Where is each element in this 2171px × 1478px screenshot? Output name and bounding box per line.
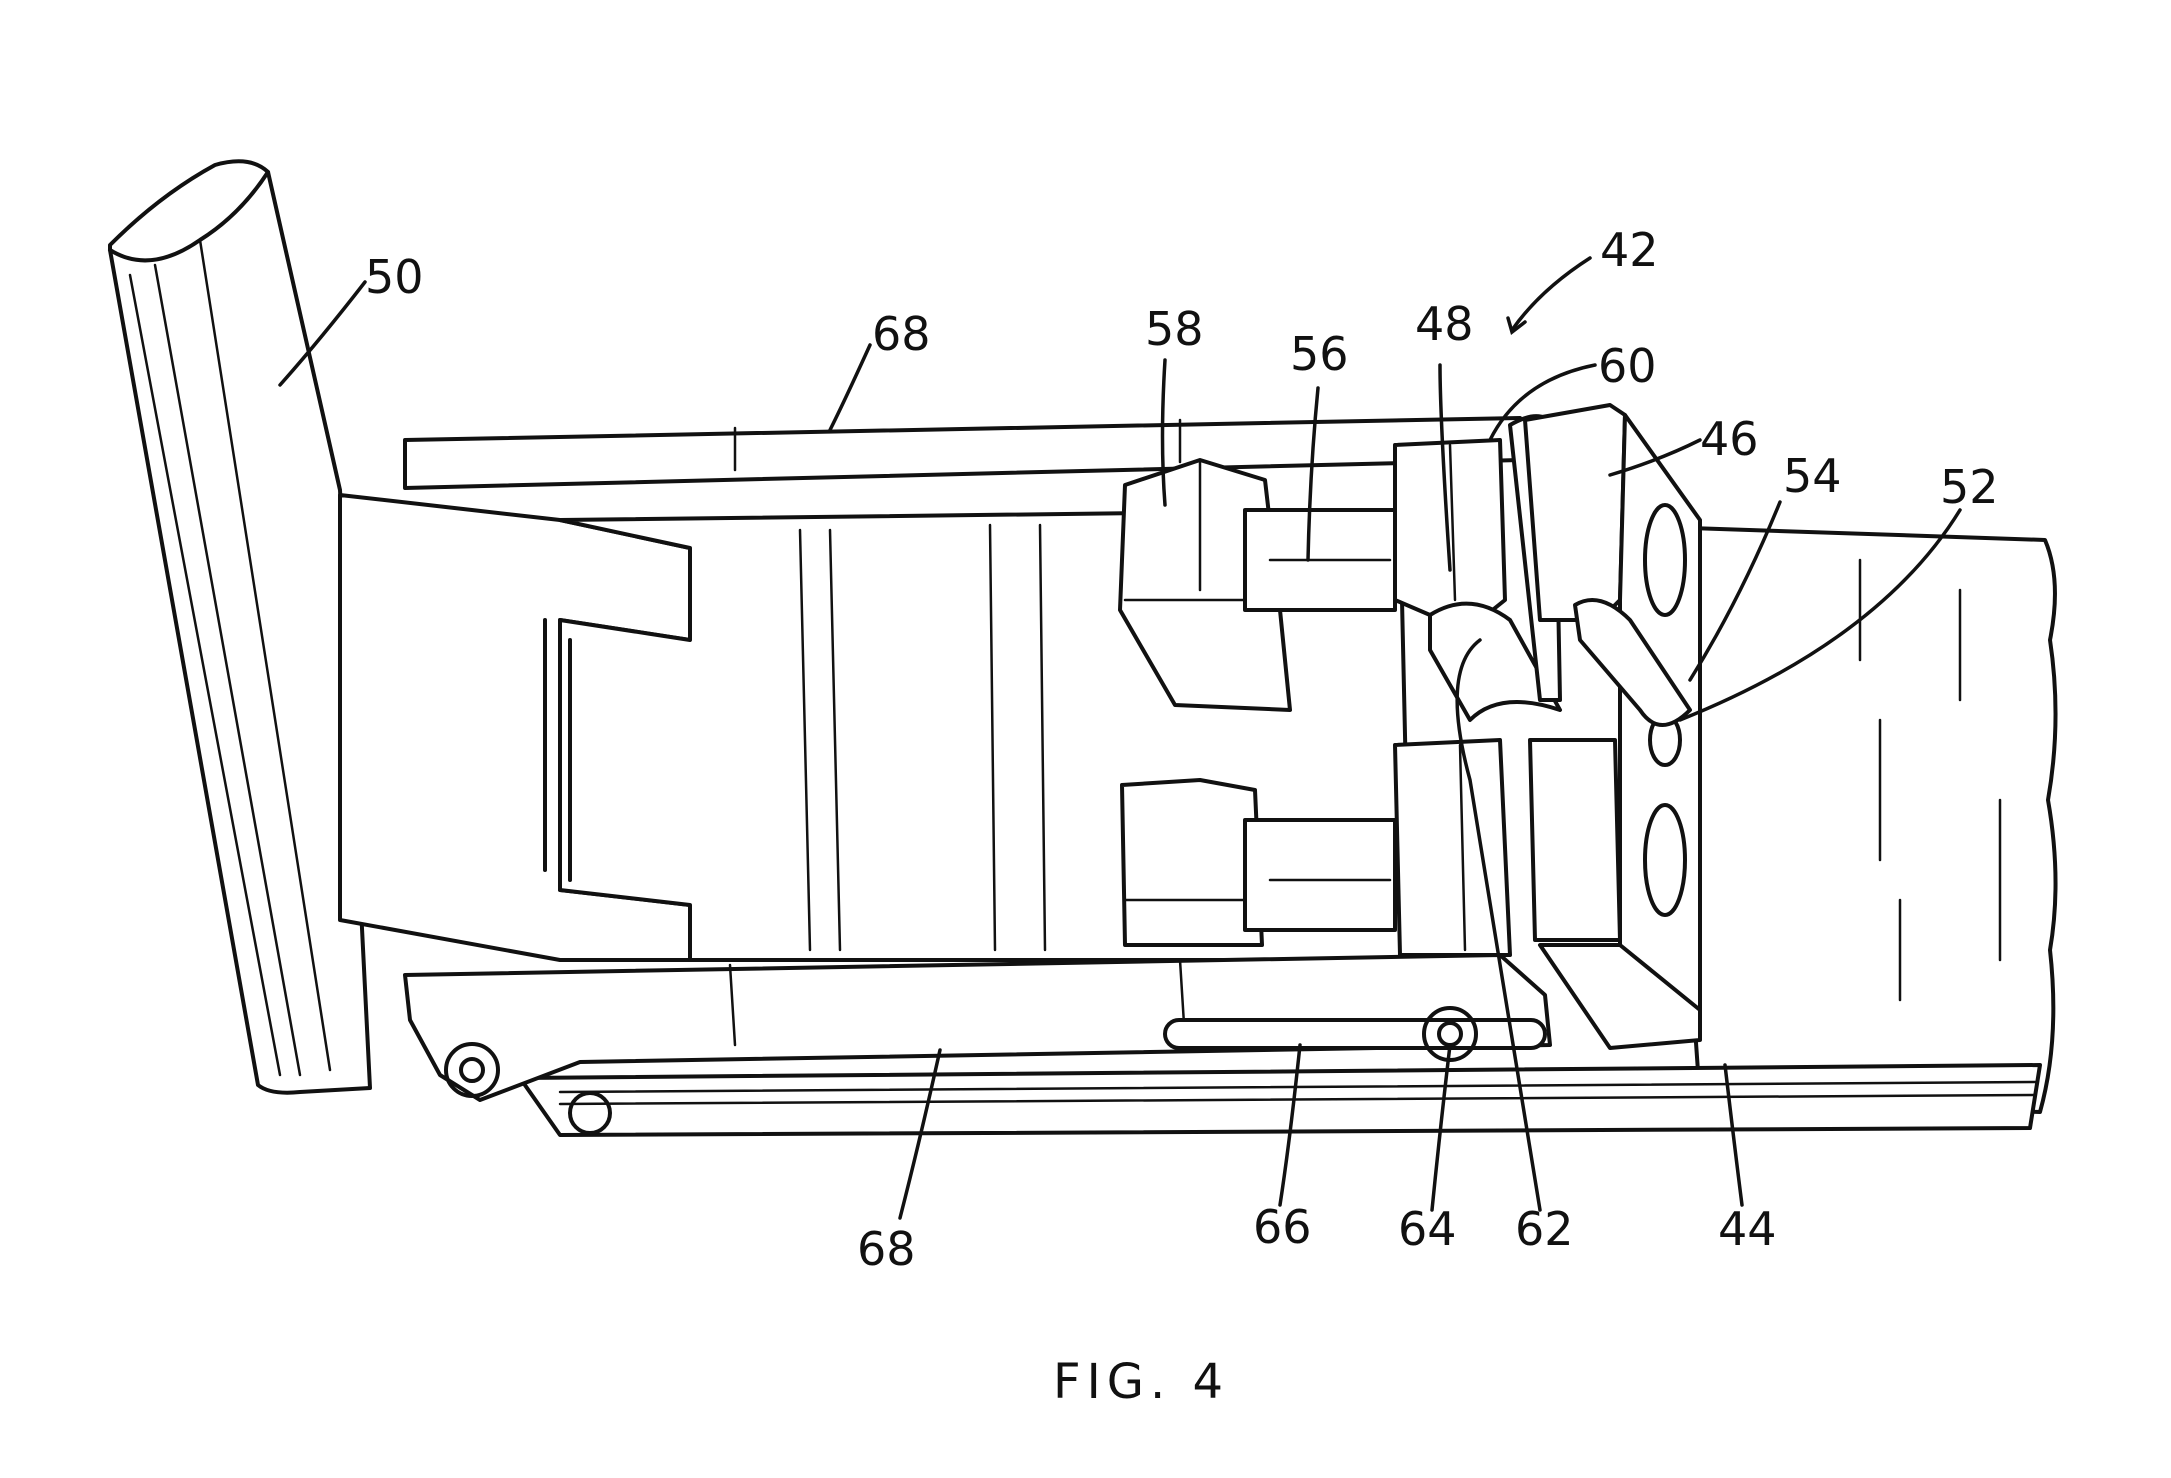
block-58-lower [1120,778,1264,947]
ref-56: 56 [1290,327,1349,381]
handle-bar [108,159,372,1095]
reference-numerals: 42 50 68 58 56 48 60 46 54 52 68 66 64 6… [365,223,1999,1276]
cylinder-48 [1393,438,1512,957]
ref-50: 50 [365,250,424,304]
ref-60: 60 [1598,339,1657,393]
arm-54 [1573,598,1692,727]
base-rail [518,525,2058,1137]
frame-top [403,416,1522,490]
ref-54: 54 [1783,449,1842,503]
ref-66: 66 [1253,1200,1312,1254]
frame-bottom [403,953,1552,1135]
ref-52: 52 [1940,460,1999,514]
ref-44: 44 [1718,1202,1777,1256]
figure-caption: FIG. 4 [1053,1354,1229,1410]
ref-42: 42 [1600,223,1659,277]
ref-64: 64 [1398,1202,1457,1256]
leader-lines [278,256,1962,1220]
ref-58: 58 [1145,302,1204,356]
ref-68-bottom: 68 [857,1222,916,1276]
ref-46: 46 [1700,412,1759,466]
shaft-56 [1243,508,1397,932]
ref-48: 48 [1415,297,1474,351]
ref-62: 62 [1515,1202,1574,1256]
ref-68-top: 68 [872,307,931,361]
plate-46 [1523,403,1702,1050]
